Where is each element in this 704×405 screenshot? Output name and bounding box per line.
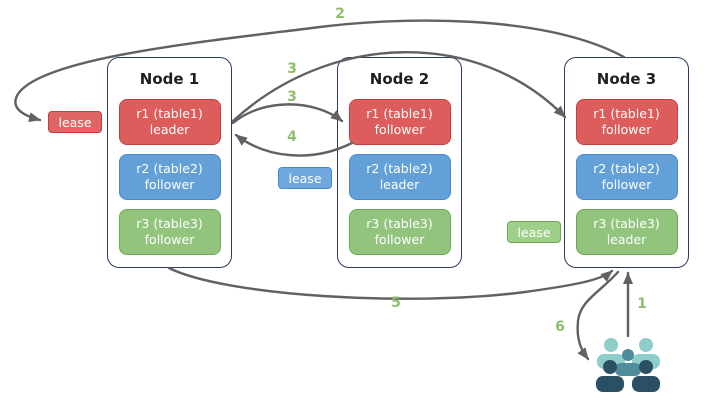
replica-role: follower [144,232,195,247]
replica-range: r3 (table3) [136,215,203,231]
lease-tag-r3: lease [507,221,561,243]
arrow-step-3-to-node2 [231,103,344,125]
node-3: Node 3 r1 (table1) follower r2 (table2) … [564,57,689,268]
node2-replica-r2: r2 (table2) leader [348,154,451,200]
node1-replica-r1: r1 (table1) leader [118,99,221,145]
node3-replica-r1: r1 (table1) follower [575,99,678,145]
node-title: Node 3 [596,70,657,88]
replica-role: leader [379,177,420,192]
node-2: Node 2 r1 (table1) follower r2 (table2) … [337,57,462,268]
node3-replica-r2: r2 (table2) follower [575,154,678,200]
replica-list: r1 (table1) follower r2 (table2) followe… [575,99,678,255]
replica-range: r1 (table1) [593,105,660,121]
replica-list: r1 (table1) leader r2 (table2) follower … [118,99,221,255]
step-label-6: 6 [555,319,565,335]
replica-role: follower [374,122,425,137]
replica-range: r3 (table3) [593,215,660,231]
node1-replica-r2: r2 (table2) follower [118,154,221,200]
step-label-5: 5 [391,295,401,311]
node3-replica-r3: r3 (table3) leader [575,209,678,255]
node-title: Node 1 [139,70,200,88]
person-icon [596,360,660,392]
replica-role: leader [149,122,190,137]
replica-range: r1 (table1) [366,105,433,121]
node-1: Node 1 r1 (table1) leader r2 (table2) fo… [107,57,232,268]
node2-replica-r1: r1 (table1) follower [348,99,451,145]
replica-role: follower [601,122,652,137]
person-icon [597,338,660,369]
step-label-1: 1 [637,296,647,312]
replica-role: follower [144,177,195,192]
replica-role: follower [601,177,652,192]
replica-range: r1 (table1) [136,105,203,121]
replica-list: r1 (table1) follower r2 (table2) leader … [348,99,451,255]
replica-range: r2 (table2) [136,160,203,176]
step-label-3a: 3 [287,61,297,77]
replica-range: r3 (table3) [366,215,433,231]
lease-tag-r1: lease [48,111,102,133]
person-icon [615,349,641,376]
node-title: Node 2 [369,70,430,88]
users-group-icon [596,338,660,392]
replica-range: r2 (table2) [593,160,660,176]
arrow-step-6 [576,270,620,361]
step-label-2: 2 [335,6,345,22]
replica-role: leader [606,232,647,247]
node1-replica-r3: r3 (table3) follower [118,209,221,255]
lease-tag-r2: lease [278,167,332,189]
replica-role: follower [374,232,425,247]
replica-range: r2 (table2) [366,160,433,176]
step-label-4: 4 [287,129,297,145]
node2-replica-r3: r3 (table3) follower [348,209,451,255]
step-label-3b: 3 [287,89,297,105]
